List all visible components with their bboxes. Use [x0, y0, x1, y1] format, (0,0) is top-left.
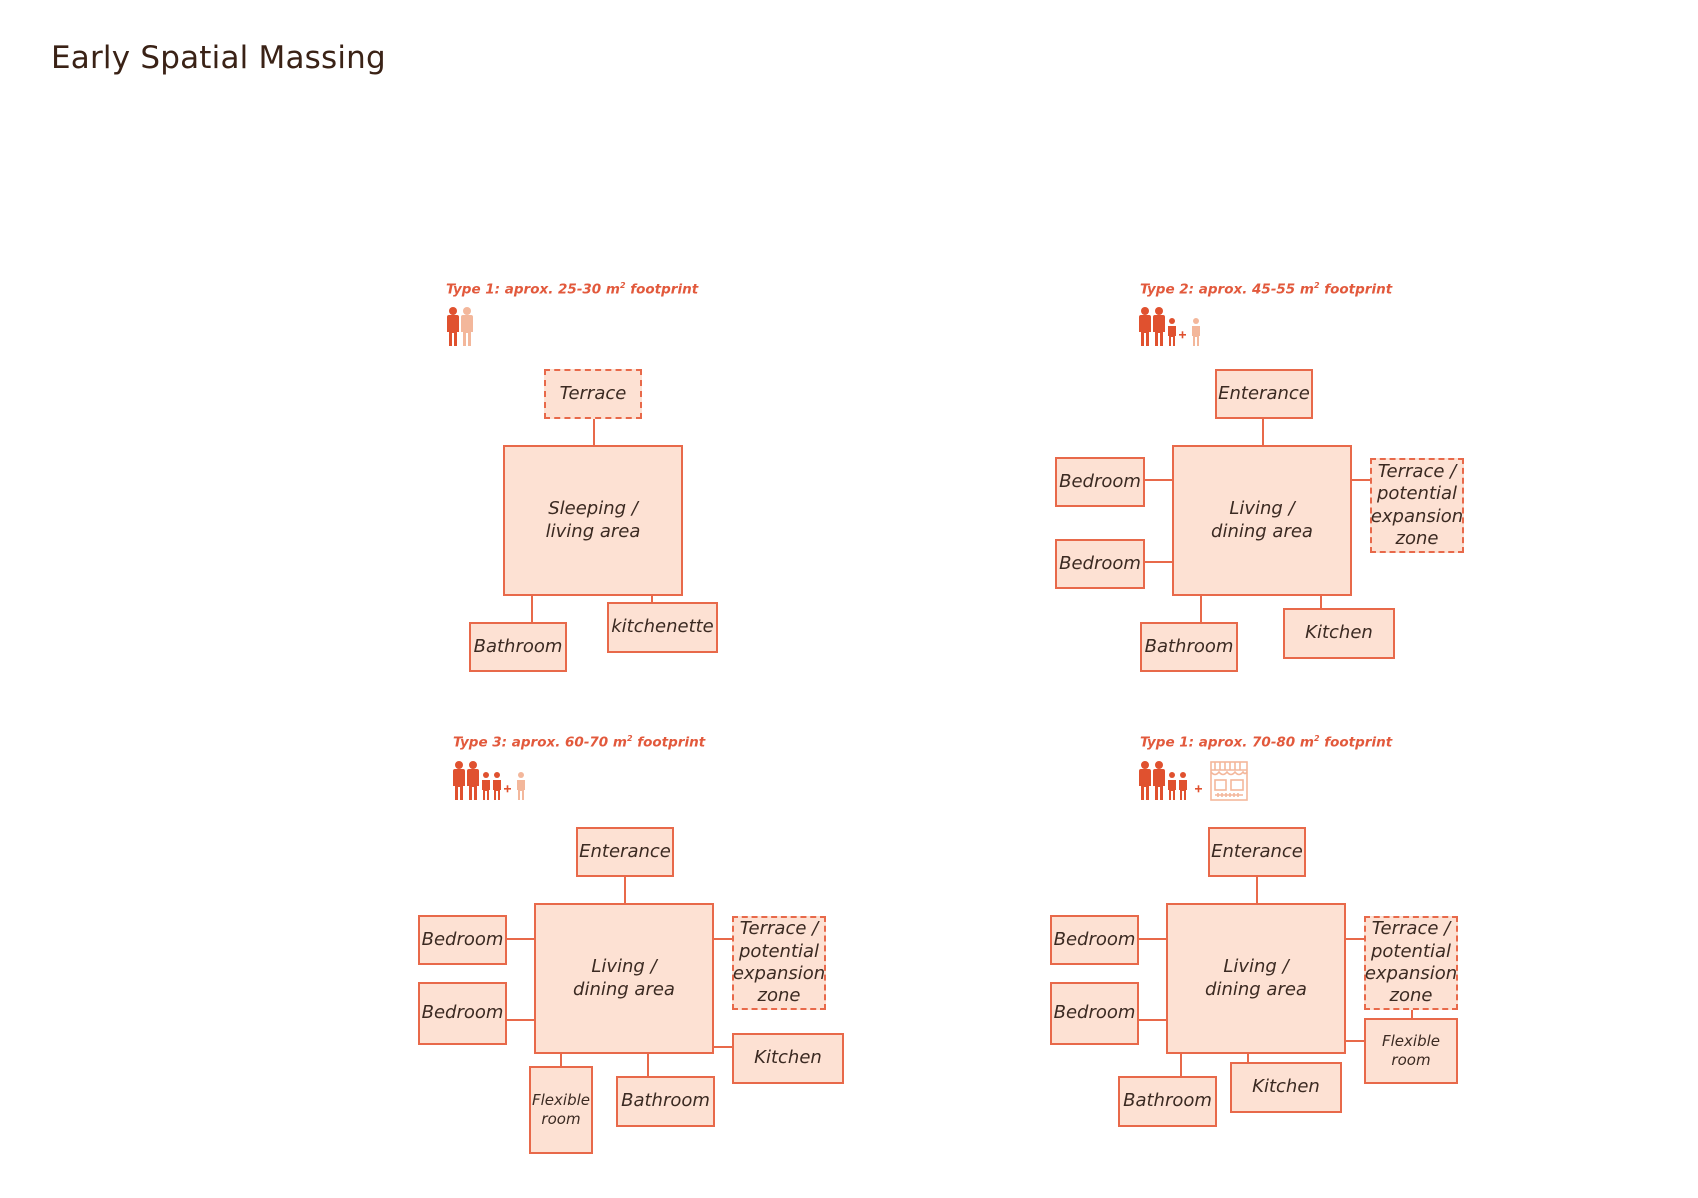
shop-icon	[1210, 761, 1248, 801]
type-4-entrance: Enterance	[1208, 827, 1306, 877]
connector-line	[505, 1019, 536, 1021]
connector-line	[713, 938, 734, 940]
connector-line	[1137, 938, 1168, 940]
connector-line	[505, 938, 536, 940]
type-4-living-dining-area: Living / dining area	[1166, 903, 1346, 1054]
type-4-bedroom: Bedroom	[1050, 915, 1139, 965]
connector-line	[651, 594, 653, 604]
type-3-bedroom: Bedroom	[418, 982, 507, 1045]
connector-line	[531, 594, 533, 624]
connector-line	[1345, 938, 1366, 940]
type-4-flexible-room: Flexible room	[1364, 1018, 1458, 1084]
connector-line	[1256, 876, 1258, 905]
connector-line	[1351, 479, 1372, 481]
connector-line	[1411, 1008, 1413, 1020]
connector-line	[1262, 418, 1264, 447]
connector-line	[1345, 1040, 1366, 1042]
type-2-terrace-expansion-zone: Terrace / potential expansion zone	[1370, 458, 1464, 553]
type-1-label: Type 1: aprox. 25-30 m2 footprint	[446, 281, 699, 298]
type-2-bathroom: Bathroom	[1140, 622, 1238, 672]
type-1-bathroom: Bathroom	[469, 622, 567, 672]
type-2-kitchen: Kitchen	[1283, 608, 1395, 659]
type-4-bedroom: Bedroom	[1050, 982, 1139, 1045]
type-4-terrace-expansion-zone: Terrace / potential expansion zone	[1364, 916, 1458, 1010]
page-title: Early Spatial Massing	[51, 40, 386, 76]
type-3-occupants-icon	[453, 761, 525, 800]
type-2-bedroom: Bedroom	[1055, 539, 1145, 589]
type-4-label: Type 1: aprox. 70-80 m2 footprint	[1140, 734, 1393, 751]
type-3-terrace-expansion-zone: Terrace / potential expansion zone	[732, 916, 826, 1010]
type-3-kitchen: Kitchen	[732, 1033, 844, 1084]
connector-line	[560, 1052, 562, 1068]
type-3-entrance: Enterance	[576, 827, 674, 877]
connector-line	[1143, 479, 1174, 481]
type-1-sleeping-living-area: Sleeping / living area	[503, 445, 683, 596]
type-2-occupants-icon	[1139, 307, 1200, 346]
type-3-label: Type 3: aprox. 60-70 m2 footprint	[453, 734, 706, 751]
connector-line	[1137, 1019, 1168, 1021]
type-3-bedroom: Bedroom	[418, 915, 507, 965]
connector-line	[1143, 561, 1174, 563]
connector-line	[1180, 1052, 1182, 1078]
type-4-kitchen: Kitchen	[1230, 1062, 1342, 1113]
type-4-bathroom: Bathroom	[1118, 1076, 1217, 1127]
connector-line	[1247, 1052, 1249, 1064]
connector-line	[593, 418, 595, 447]
type-1-kitchenette: kitchenette	[607, 602, 718, 653]
type-2-entrance: Enterance	[1215, 369, 1313, 419]
type-3-flexible-room: Flexible room	[529, 1066, 593, 1154]
connector-line	[647, 1052, 649, 1078]
type-2-label: Type 2: aprox. 45-55 m2 footprint	[1140, 281, 1393, 298]
type-1-terrace-zone: Terrace	[544, 369, 642, 419]
type-2-bedroom: Bedroom	[1055, 457, 1145, 507]
connector-line	[1200, 594, 1202, 624]
type-3-bathroom: Bathroom	[616, 1076, 715, 1127]
connector-line	[713, 1046, 734, 1048]
connector-line	[624, 876, 626, 905]
type-2-living-dining-area: Living / dining area	[1172, 445, 1352, 596]
type-4-occupants-icon	[1139, 761, 1248, 801]
type-3-living-dining-area: Living / dining area	[534, 903, 714, 1054]
type-1-occupants-icon	[447, 307, 473, 346]
connector-line	[1320, 594, 1322, 610]
